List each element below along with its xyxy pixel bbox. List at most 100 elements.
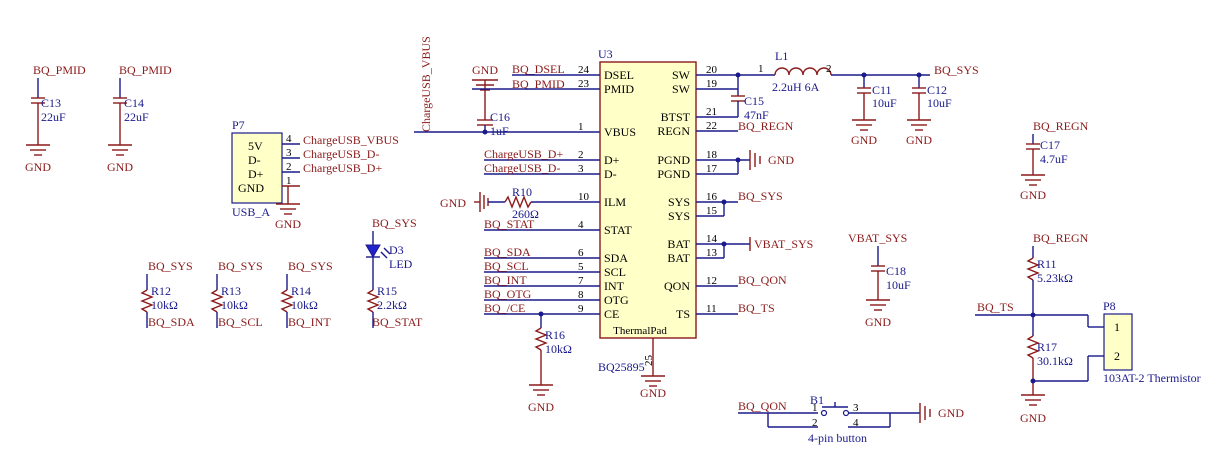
c17-top-net: BQ_REGN [1033,119,1089,133]
r14-bottom-net: BQ_INT [288,315,331,329]
r15-value: 2.2kΩ [377,298,407,312]
u3-right-pin-name: BAT [667,251,690,265]
u3-left-pin-number: 7 [578,275,584,287]
c11-gnd-label: GND [851,133,877,147]
ground-icon [641,375,665,387]
b1-net-qon: BQ_QON [738,399,787,413]
r13-group: BQ_SYS R13 10kΩ BQ_SCL [210,259,263,329]
u3-left-nets: BQ_DSEL BQ_PMID ChargeUSB_D+ ChargeUSB_D… [440,62,600,414]
c13-ref: C13 [41,96,61,110]
d3-r15-group: BQ_SYS D3 LED R15 2.2kΩ BQ_STAT [365,216,423,329]
ground-icon [529,384,553,396]
u3-left-pin-name: SDA [604,251,628,265]
u3-left-pin-number: 9 [578,303,584,315]
u3-left-pin-number: 3 [578,163,584,175]
u3-left-pin-name: INT [604,279,625,293]
ground-icon [852,119,876,131]
u3-right-pin-number: 16 [706,191,718,203]
p7-pin-dp: D+ [248,167,264,181]
net-bq-sda-ic: BQ_SDA [484,245,531,259]
u3-pin-25: 25 [643,355,655,367]
r16-gnd-label: GND [528,400,554,414]
d3-value: LED [389,257,413,271]
r15-ref: R15 [377,284,397,298]
p7-value: USB_A [232,205,270,219]
r16-ref: R16 [545,328,565,342]
b1-gnd-label: GND [938,406,964,420]
c18-top-net: VBAT_SYS [848,231,907,245]
u3-left-pin-number: 23 [578,78,590,90]
r11-top-net: BQ_REGN [1033,231,1089,245]
net-bq-int-ic: BQ_INT [484,273,527,287]
u3-left-pin-number: 10 [578,191,590,203]
p7-num-4: 4 [286,133,292,145]
p7-num-2: 2 [286,161,292,173]
c11-value: 10uF [872,96,897,110]
b1-value: 4-pin button [808,431,867,445]
u3-right-pin-number: 22 [706,120,717,132]
c18-group: VBAT_SYS C18 10uF GND [848,231,911,329]
p8-value: 103AT-2 Thermistor [1103,371,1201,385]
b1-pin-4: 4 [853,417,859,429]
p8-ref: P8 [1103,299,1116,313]
ground-icon [276,203,300,215]
vbus-vertical-label: ChargeUSB_VBUS [419,36,433,132]
u3-left-pin-name: D- [604,167,617,181]
c13-value: 22uF [41,110,66,124]
ground-icon [1021,174,1045,186]
p8-body [1103,313,1133,371]
p7-net-dp: ChargeUSB_D+ [303,161,382,175]
l1-pin-1: 1 [758,63,764,75]
c11-ref: C11 [872,83,892,97]
u3-left-pin-name: D+ [604,153,620,167]
r13-bottom-net: BQ_SCL [218,315,263,329]
u3-right-pin-name: SYS [668,209,690,223]
r12-bottom-net: BQ_SDA [148,315,195,329]
c16-group: GND C16 1uF [472,63,510,138]
p7-num-1: 1 [286,175,292,187]
r12-value: 10kΩ [151,298,178,312]
l1-inductor [774,67,832,76]
u3-right-pin-number: 13 [706,247,718,259]
l1-ref: L1 [775,49,788,63]
u3-right-pin-number: 15 [706,205,718,217]
r13-value: 10kΩ [221,298,248,312]
p7-pin-dm: D- [248,153,261,167]
net-chargeusb-dm-ic: ChargeUSB_D- [484,161,560,175]
u3-gnd-label: GND [640,386,666,400]
p8-pin-2: 2 [1114,349,1120,363]
c17-ref: C17 [1040,138,1060,152]
net-bq-pmid-pin: BQ_PMID [512,77,565,91]
r10-value: 260Ω [512,207,539,221]
ground-icon [108,144,132,156]
b1-pin-1: 1 [812,402,818,414]
ts-divider-group: BQ_REGN R11 5.23kΩ BQ_TS R17 30.1kΩ GND … [975,231,1201,425]
p7-num-3: 3 [286,147,292,159]
u3-right-pin-number: 21 [706,106,717,118]
net-bq-sys-ic: BQ_SYS [738,189,783,203]
r11-ref: R11 [1037,257,1057,271]
u3-left-pin-number: 1 [578,121,584,133]
u3-left-pin-number: 24 [578,64,590,76]
p7-net-vbus: ChargeUSB_VBUS [303,133,399,147]
c14-ref: C14 [124,96,144,110]
net-bq-scl-ic: BQ_SCL [484,259,529,273]
r10-ref: R10 [512,185,532,199]
u3-thermalpad-label: ThermalPad [613,325,667,337]
u3-left-pin-name: CE [604,307,619,321]
c13-group: BQ_PMID C13 22uF GND [25,63,86,174]
c18-value: 10uF [886,278,911,292]
u3-value: BQ25895 [598,360,645,374]
led-icon [365,244,381,258]
c13-gnd-label: GND [25,160,51,174]
c15-ref: C15 [744,94,764,108]
pgnd-gnd-label: GND [768,153,794,167]
u3-left-pin-number: 5 [578,261,584,273]
r14-ref: R14 [291,284,311,298]
u3-left-pin-number: 4 [578,219,584,231]
u3-right-nets: C15 47nF L1 2.2uH 6A 1 2 BQ_SYS C11 10uF… [696,49,979,315]
u3-left-pin-name: DSEL [604,68,634,82]
u3-left-pin-name: VBUS [604,125,636,139]
l1-value: 2.2uH 6A [772,80,820,94]
